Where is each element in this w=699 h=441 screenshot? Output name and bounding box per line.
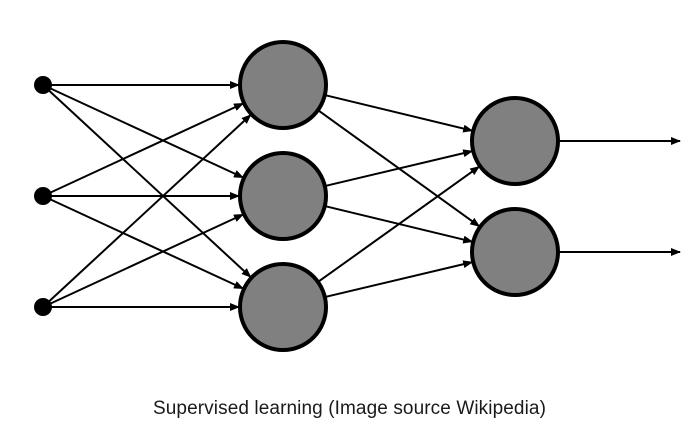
- input-node-2: [34, 187, 52, 205]
- edge-hidden3-output1: [317, 165, 481, 283]
- input-node-3: [34, 298, 52, 316]
- edge-input3-hidden2: [42, 213, 244, 308]
- edge-hidden1-output1: [324, 94, 474, 133]
- edges-layer: [42, 81, 681, 311]
- hidden-node-3: [238, 262, 328, 352]
- input-node-1: [34, 76, 52, 94]
- output-node-1: [470, 96, 560, 186]
- diagram-caption: Supervised learning (Image source Wikipe…: [152, 398, 547, 419]
- output-node-2: [470, 207, 560, 297]
- hidden-node-1: [238, 40, 328, 130]
- edge-input3-hidden1: [42, 114, 252, 308]
- edge-input1-hidden2: [42, 84, 244, 179]
- edge-input1-hidden3: [42, 84, 252, 278]
- hidden-node-2: [238, 151, 328, 241]
- edge-hidden3-output2: [324, 260, 474, 299]
- nodes-layer: [34, 40, 560, 352]
- edge-hidden2-output1: [324, 149, 474, 188]
- edge-input2-hidden1: [42, 102, 244, 197]
- edge-input2-hidden3: [42, 195, 244, 290]
